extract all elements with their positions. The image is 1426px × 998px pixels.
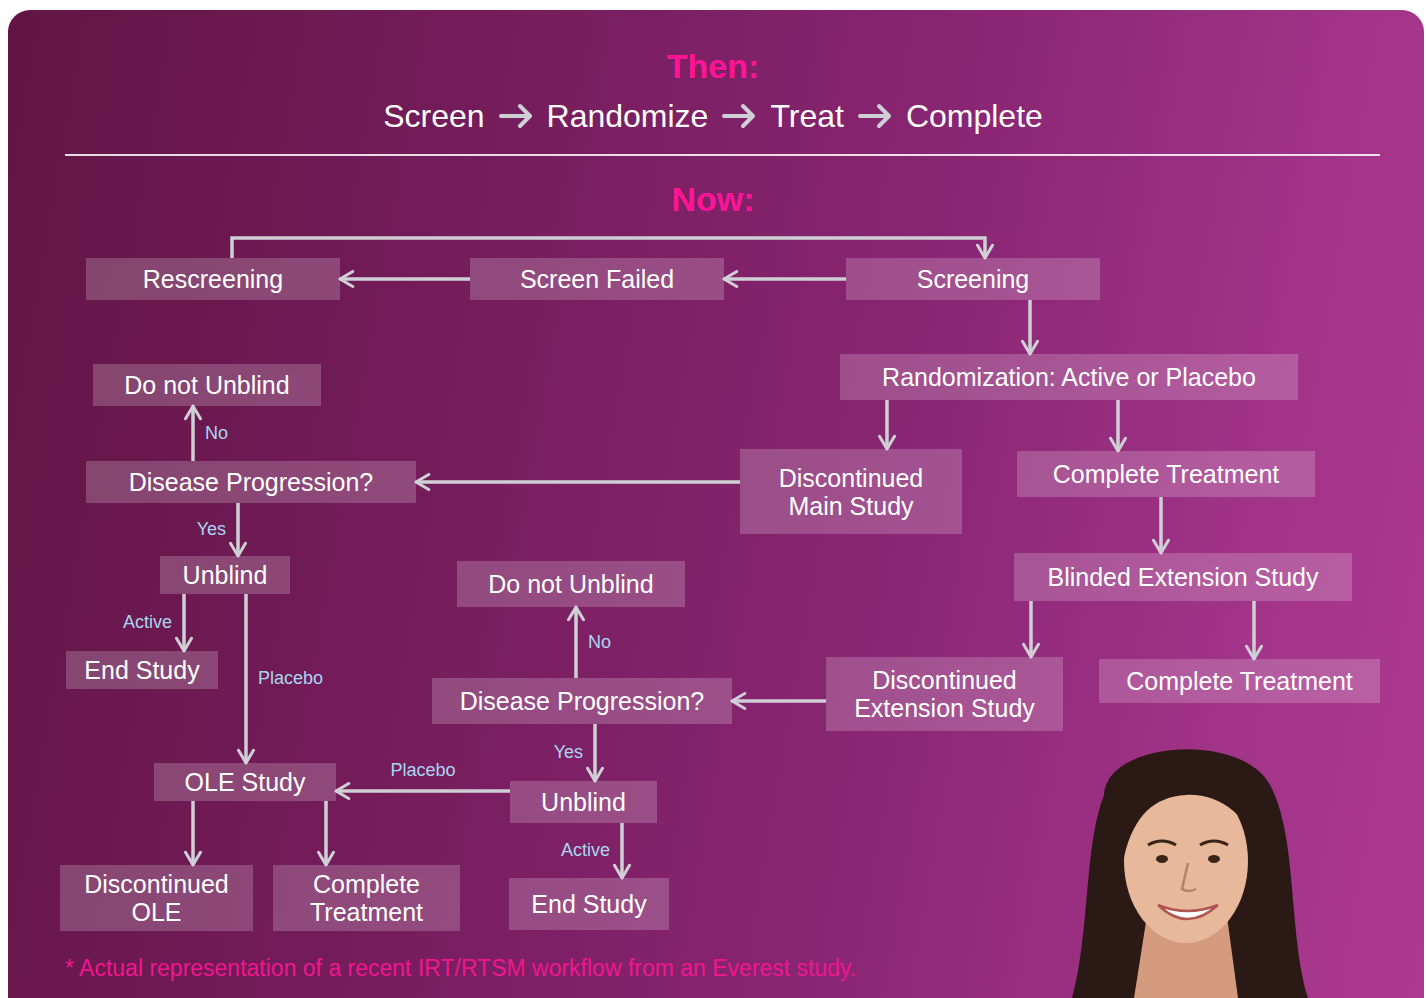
process-box: Discontinued OLE: [60, 865, 253, 931]
step-label: Treat: [770, 97, 844, 135]
flow-arrow: [191, 406, 195, 461]
flow-arrow: [620, 823, 624, 878]
edge-label: Placebo: [258, 669, 323, 689]
node-text: Screening: [917, 265, 1030, 293]
process-box: Rescreening: [86, 258, 340, 300]
flow-arrow: [340, 277, 470, 281]
eyebrow: [1200, 841, 1228, 845]
decision-box: Disease Progression?: [432, 678, 732, 724]
process-box: Discontinued Extension Study: [826, 657, 1063, 731]
node-text: Do not Unblind: [124, 371, 289, 399]
flow-arrow: [1116, 400, 1120, 451]
node-text: Randomization: Active or Placebo: [882, 363, 1256, 391]
node-text: Screen Failed: [520, 265, 674, 293]
flow-arrow: [324, 801, 328, 865]
flow-arrow: [232, 238, 985, 258]
step-label: Screen: [383, 97, 484, 135]
footnote: * Actual representation of a recent IRT/…: [65, 955, 856, 983]
process-box: Complete Treatment: [1017, 451, 1315, 497]
flow-arrow: [724, 277, 846, 281]
edge-label: Yes: [197, 520, 226, 540]
node-text: Disease Progression?: [460, 687, 705, 715]
node-text: Unblind: [183, 561, 268, 589]
process-box: Discontinued Main Study: [740, 449, 962, 534]
nose: [1182, 863, 1196, 891]
flow-arrow-icon: [499, 103, 533, 129]
section-heading: Then:: [0, 47, 1426, 86]
process-box: End Study: [509, 878, 669, 930]
arrow-shape: [724, 106, 753, 126]
edge-label: No: [588, 633, 611, 653]
node-text: Complete Treatment: [283, 870, 450, 926]
eye: [1208, 855, 1220, 863]
process-box: Unblind: [510, 781, 657, 823]
node-text: Unblind: [541, 788, 626, 816]
flow-arrow: [1028, 300, 1032, 354]
process-box: Screening: [846, 258, 1100, 300]
node-text: Discontinued OLE: [70, 870, 243, 926]
flow-arrow: [236, 503, 240, 556]
process-box: Do not Unblind: [93, 364, 321, 406]
process-box: Blinded Extension Study: [1014, 553, 1352, 601]
flow-arrow: [593, 724, 597, 781]
flow-arrow: [885, 400, 889, 449]
flow-arrow: [732, 699, 826, 703]
flow-arrow: [416, 480, 740, 484]
edge-label: No: [205, 424, 228, 444]
node-text: Complete Treatment: [1126, 667, 1353, 695]
step-label: Randomize: [547, 97, 709, 135]
flow-arrow: [574, 607, 578, 678]
edge-label: Active: [123, 613, 172, 633]
divider-line: [65, 154, 1380, 156]
edge-label: Active: [561, 841, 610, 861]
hair-front: [1120, 768, 1264, 857]
flow-arrow: [1252, 601, 1256, 659]
flow-arrow: [1029, 601, 1033, 657]
node-text: End Study: [84, 656, 199, 684]
person-photo: [1036, 733, 1336, 998]
node-text: Complete Treatment: [1053, 460, 1280, 488]
flow-arrow: [1159, 497, 1163, 553]
flow-arrow: [182, 594, 186, 651]
section-heading: Now:: [0, 180, 1426, 219]
edge-label: Placebo: [390, 761, 455, 781]
decision-box: Disease Progression?: [86, 461, 416, 503]
step-label: Complete: [906, 97, 1043, 135]
eyebrow: [1148, 841, 1176, 845]
arrow-shape: [860, 106, 889, 126]
node-text: Disease Progression?: [129, 468, 374, 496]
flow-row: Screen Randomize Treat Complete: [0, 94, 1426, 138]
flow-arrow: [244, 594, 248, 763]
arrow-shape: [501, 106, 530, 126]
flow-arrow: [336, 789, 510, 793]
node-text: Rescreening: [143, 265, 283, 293]
process-box: Unblind: [160, 556, 290, 594]
hair-back: [1072, 749, 1308, 998]
node-text: Discontinued Main Study: [750, 464, 952, 520]
process-box: Complete Treatment: [273, 865, 460, 931]
process-box: End Study: [66, 651, 218, 689]
eye: [1156, 855, 1168, 863]
flow-arrow: [191, 801, 195, 865]
process-box: Complete Treatment: [1099, 659, 1380, 703]
node-text: Do not Unblind: [488, 570, 653, 598]
node-text: OLE Study: [185, 768, 306, 796]
node-text: End Study: [531, 890, 646, 918]
smile: [1158, 905, 1218, 919]
flow-arrow-icon: [858, 103, 892, 129]
node-text: Discontinued Extension Study: [836, 666, 1053, 722]
edge-label: Yes: [554, 743, 583, 763]
process-box: OLE Study: [154, 763, 336, 801]
process-box: Do not Unblind: [457, 561, 685, 607]
process-box: Screen Failed: [470, 258, 724, 300]
process-box: Randomization: Active or Placebo: [840, 354, 1298, 400]
node-text: Blinded Extension Study: [1047, 563, 1318, 591]
flow-arrow-icon: [722, 103, 756, 129]
